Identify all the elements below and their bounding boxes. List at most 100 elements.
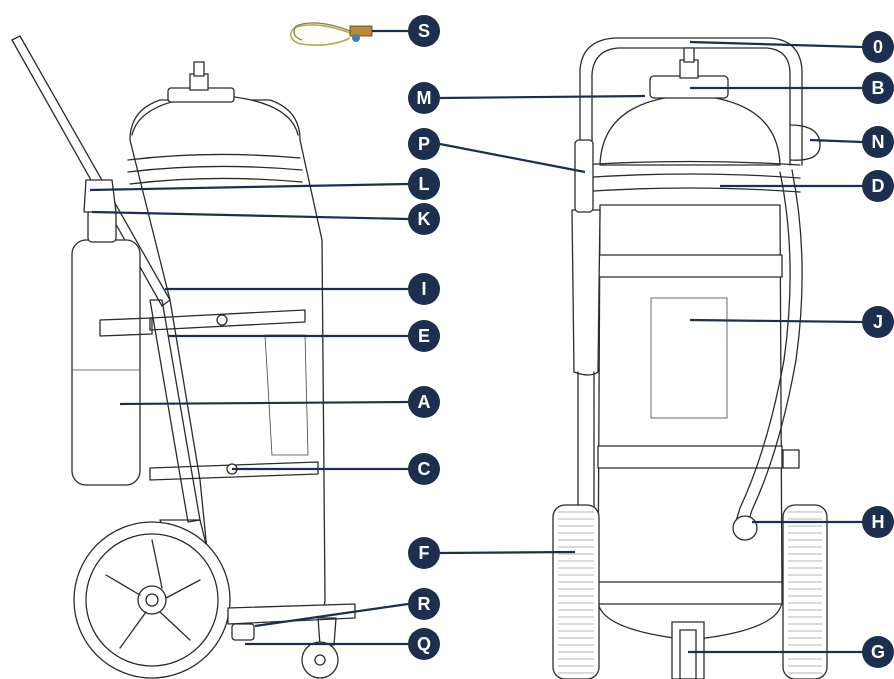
side-cartridge-neck <box>87 209 117 243</box>
leader-J <box>689 318 863 324</box>
leader-A <box>119 400 409 406</box>
front-band-lower <box>597 445 783 469</box>
leader-R <box>254 602 409 628</box>
callout-J-label: J <box>873 312 883 332</box>
callout-C: C <box>408 453 440 485</box>
callout-K: K <box>408 203 440 235</box>
front-band-bottom <box>597 581 783 605</box>
front-label-panel <box>650 297 728 419</box>
front-hose-coil-3 <box>577 187 801 193</box>
spare-hose-tie-illustration <box>289 22 373 46</box>
callout-F: F <box>408 537 440 569</box>
side-wheel-spokes <box>105 539 201 649</box>
front-hose-nozzle <box>574 139 594 213</box>
leader-K <box>91 210 409 221</box>
spare-hose-tie-loop <box>289 24 351 46</box>
side-foot <box>231 623 255 641</box>
callout-I-label: I <box>421 279 426 299</box>
leader-F <box>439 550 576 555</box>
front-view-illustration <box>552 37 828 679</box>
spare-hose-tie-loop-inner <box>293 22 351 41</box>
callout-Q-label: Q <box>417 634 431 654</box>
side-cartridge-bracket <box>99 317 153 337</box>
callout-H: H <box>862 506 894 538</box>
callout-Q: Q <box>408 628 440 660</box>
side-wheel-rim <box>85 533 219 667</box>
callout-P-label: P <box>418 134 430 154</box>
callout-S-label: S <box>418 21 430 41</box>
side-hose-coil-3 <box>129 177 303 185</box>
side-wheel-axle <box>145 593 159 607</box>
leader-O <box>689 40 863 49</box>
spare-hose-tie-tag <box>352 34 360 42</box>
front-wheel-right <box>782 504 828 679</box>
callout-N-label: N <box>872 132 885 152</box>
callout-I: I <box>408 273 440 305</box>
front-side-bolt <box>782 449 800 469</box>
front-hose-left <box>571 209 601 376</box>
callout-M-label: M <box>417 88 432 108</box>
callout-R: R <box>408 588 440 620</box>
front-handle-clip <box>789 124 821 161</box>
callout-G-label: G <box>871 642 885 662</box>
side-wheel-outer <box>73 521 231 679</box>
side-caster-fork <box>317 617 337 646</box>
callout-S: S <box>408 15 440 47</box>
callout-C-label: C <box>418 459 431 479</box>
side-hose-coil-1 <box>127 153 301 161</box>
front-hose-coil-1 <box>577 160 801 166</box>
callout-A: A <box>408 386 440 418</box>
side-hose-coil-2 <box>127 165 303 173</box>
callout-L-label: L <box>419 174 430 194</box>
front-handle-arch <box>579 37 803 166</box>
callout-G: G <box>862 636 894 668</box>
side-valve-tip <box>193 61 205 77</box>
callout-B: B <box>862 72 894 104</box>
front-caster-wheel <box>679 629 697 679</box>
side-wheel-hub <box>137 585 167 615</box>
side-strap-lower <box>149 461 319 481</box>
callout-M: M <box>408 82 440 114</box>
callout-R-label: R <box>418 594 431 614</box>
side-view-illustration <box>11 35 356 679</box>
side-gas-cartridge <box>71 239 141 486</box>
callout-B-label: B <box>872 78 885 98</box>
side-cartridge-valve <box>83 179 117 213</box>
side-caster-hub <box>314 654 326 666</box>
leader-N <box>809 138 863 144</box>
callout-L: L <box>408 168 440 200</box>
front-caster-fork <box>671 621 705 679</box>
callout-E-label: E <box>418 326 430 346</box>
leader-lines <box>89 29 863 654</box>
callout-J: J <box>862 306 894 338</box>
front-hose-outlet <box>732 515 758 541</box>
side-base-plate <box>227 603 356 625</box>
front-dome <box>599 94 781 166</box>
spare-hose-tie-clip <box>349 25 373 37</box>
callout-N: N <box>862 126 894 158</box>
callout-F-label: F <box>419 543 430 563</box>
front-band-upper <box>597 254 783 278</box>
callout-H-label: H <box>872 512 885 532</box>
callout-P: P <box>408 128 440 160</box>
front-valve-neck <box>679 59 699 79</box>
callout-K-label: K <box>418 209 431 229</box>
front-hose-right <box>745 169 803 531</box>
callout-D: D <box>862 170 894 202</box>
side-strap-bolt-upper <box>216 314 228 326</box>
callout-E: E <box>408 320 440 352</box>
callout-D-label: D <box>872 176 885 196</box>
leader-P <box>439 142 586 174</box>
side-strap-upper <box>149 309 306 331</box>
front-hose-coil-2 <box>577 173 801 179</box>
leader-M <box>439 94 646 100</box>
side-caster-wheel <box>301 641 339 679</box>
leader-L <box>89 182 409 192</box>
callout-A-label: A <box>418 392 431 412</box>
front-valve-tip <box>683 47 695 63</box>
callout-badges: S 0 B M N P L D K I J E A C H F R Q G <box>408 15 894 668</box>
callout-O-label: 0 <box>873 37 883 57</box>
front-wheel-left <box>552 504 600 679</box>
front-wheel-treads <box>558 511 822 674</box>
